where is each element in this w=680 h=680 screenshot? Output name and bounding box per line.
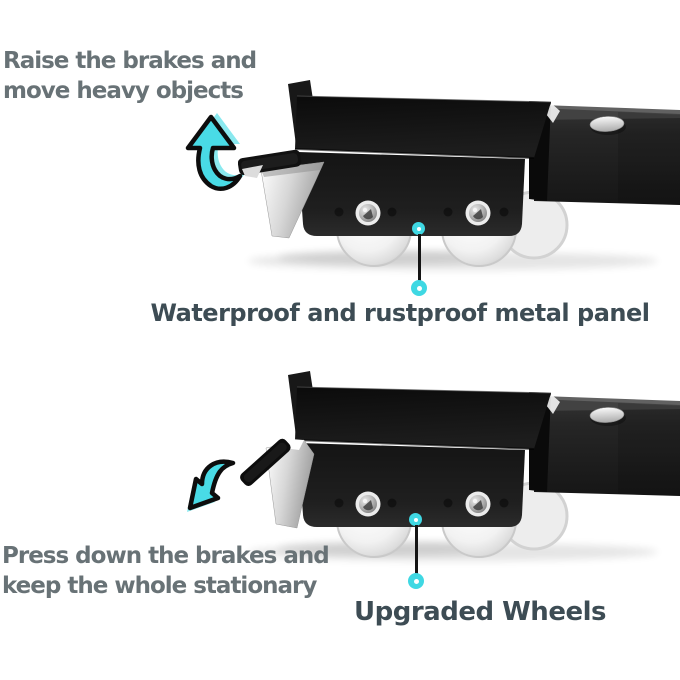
callout-dot xyxy=(409,513,422,526)
screw xyxy=(465,491,491,517)
top-plate xyxy=(294,95,552,159)
callout-line xyxy=(415,525,418,575)
dolly-photo-brake-raised xyxy=(238,80,680,270)
arm-lock-button xyxy=(589,116,625,132)
instruction-press-line1: Press down the brakes and xyxy=(2,543,330,569)
callout-dot xyxy=(411,280,427,296)
dolly-photo-brake-pressed xyxy=(240,371,680,561)
extension-arm xyxy=(534,396,680,496)
instruction-raise-brakes: Raise the brakes and move heavy objects xyxy=(3,46,257,106)
instruction-raise-line1: Raise the brakes and xyxy=(3,48,257,74)
metal-panel xyxy=(298,443,525,527)
screw xyxy=(355,200,381,226)
brake-pedal-pressed xyxy=(240,438,315,529)
arm-lock-button xyxy=(589,407,625,423)
metal-panel xyxy=(298,152,525,236)
callout-dot xyxy=(412,222,425,235)
callout-line xyxy=(418,234,421,282)
curved-arrow-up-icon xyxy=(185,113,246,191)
curved-arrow-down-icon xyxy=(187,459,236,512)
instruction-press-brakes: Press down the brakes and keep the whole… xyxy=(2,541,330,601)
callout-label-panel: Waterproof and rustproof metal panel xyxy=(150,299,650,327)
instruction-press-line2: keep the whole stationary xyxy=(2,573,317,599)
top-plate xyxy=(294,386,552,450)
extension-arm xyxy=(534,105,680,205)
callout-label-wheels: Upgraded Wheels xyxy=(354,597,606,627)
callout-dot xyxy=(408,573,424,589)
brake-pedal-raised xyxy=(238,149,325,239)
screw xyxy=(355,491,381,517)
screw xyxy=(465,200,491,226)
instruction-raise-line2: move heavy objects xyxy=(3,78,244,104)
